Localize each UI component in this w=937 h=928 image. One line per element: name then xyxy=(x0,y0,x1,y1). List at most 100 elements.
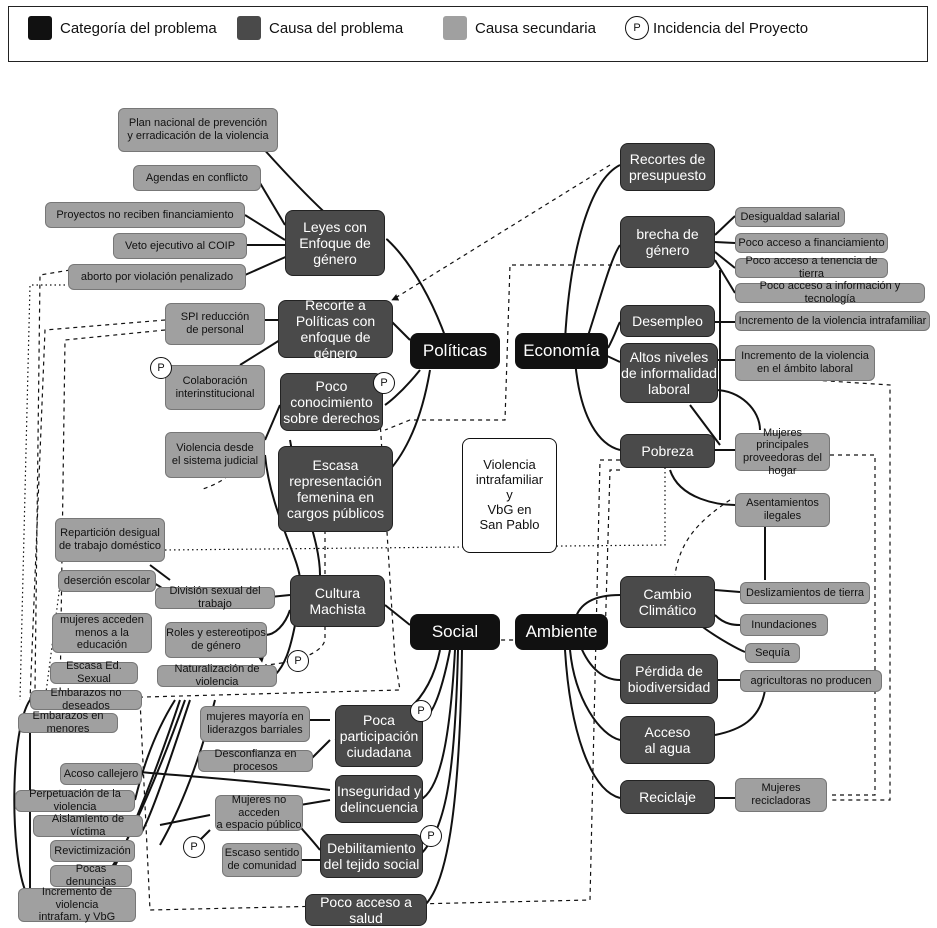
secondary-violencia-judicial: Violencia desde el sistema judicial xyxy=(165,432,265,478)
secondary-plan: Plan nacional de prevención y erradicaci… xyxy=(118,108,278,152)
link xyxy=(714,215,736,236)
link xyxy=(149,564,171,581)
legend-label: Incidencia del Proyecto xyxy=(653,19,809,37)
link xyxy=(714,614,741,626)
cause-brecha: brecha de género xyxy=(620,216,715,268)
secondary-perpetuacion: Perpetuación de la violencia xyxy=(15,788,135,813)
link xyxy=(579,644,621,681)
link xyxy=(699,624,746,653)
secondary-desconfianza: Desconfianza en procesos xyxy=(198,748,313,773)
link xyxy=(134,699,176,801)
legend-label: Causa del problema xyxy=(269,19,404,37)
dashed-link xyxy=(734,374,891,801)
dashed-link xyxy=(420,469,620,641)
link xyxy=(299,799,331,806)
dashed-link xyxy=(384,264,620,431)
cause-debilitamiento: Debilitamiento del tejido social xyxy=(320,834,423,878)
secondary-aislamiento: Aislamiento de víctima xyxy=(33,813,143,838)
legend-categoria: Categoría del problema xyxy=(28,16,217,40)
secondary-reparticion: Repartición desigual de trabajo doméstic… xyxy=(55,518,165,562)
incidence-marker-icon: P xyxy=(410,700,432,722)
secondary-colaboracion: Colaboración interinstitucional xyxy=(165,365,265,410)
dashed-link xyxy=(139,459,620,911)
link xyxy=(309,739,331,761)
cause-leyes: Leyes con Enfoque de género xyxy=(285,210,385,276)
link xyxy=(419,649,456,801)
link xyxy=(607,321,621,349)
dashed-link xyxy=(59,329,166,701)
link xyxy=(569,649,621,741)
link xyxy=(244,254,291,276)
category-ambiente: Ambiente xyxy=(515,614,608,650)
incidence-marker-icon: P xyxy=(287,650,309,672)
secondary-incremento-vbg: Incremento de violencia intrafam. y VbG xyxy=(18,886,136,923)
link xyxy=(564,649,621,799)
center-node: Violencia intrafamiliar y VbG en San Pab… xyxy=(462,438,557,553)
link xyxy=(714,251,736,269)
secondary-aborto: aborto por violación penalizado xyxy=(68,264,246,290)
secondary-roles: Roles y estereotipos de género xyxy=(165,622,267,658)
secondary-asentamientos: Asentamientos ilegales xyxy=(735,493,830,527)
secondary-agricultoras: agricultoras no producen xyxy=(740,670,882,692)
dashed-link xyxy=(830,454,876,796)
secondary-naturalizacion: Naturalización de violencia xyxy=(157,663,277,688)
dashed-link xyxy=(29,319,166,701)
secondary-veto: Veto ejecutivo al COIP xyxy=(113,233,247,259)
cause-escasa-representacion: Escasa representación femenina en cargos… xyxy=(278,446,393,532)
secondary-escasa-ed: Escasa Ed. Sexual xyxy=(50,660,138,685)
link xyxy=(385,238,451,351)
incidence-marker-icon: P xyxy=(420,825,442,847)
legend-swatch-secundaria xyxy=(443,16,467,40)
dashed-link xyxy=(391,164,611,301)
dotted-link xyxy=(19,284,65,701)
secondary-desercion: deserción escolar xyxy=(58,570,156,592)
secondary-escaso-sentido: Escaso sentido de comunidad xyxy=(222,843,302,877)
secondary-proyectos: Proyectos no reciben financiamiento xyxy=(45,202,245,228)
secondary-financiamiento: Poco acceso a financiamiento xyxy=(735,233,888,253)
secondary-tierra: Poco acceso a tenencia de tierra xyxy=(735,255,888,280)
category-politicas: Políticas xyxy=(410,333,500,369)
secondary-incremento-laboral: Incremento de la violencia en el ámbito … xyxy=(735,345,875,381)
cause-cultura: Cultura Machista xyxy=(290,575,385,627)
link xyxy=(264,404,281,441)
link xyxy=(244,214,286,241)
secondary-informacion: Poco acceso a información y tecnología xyxy=(735,280,925,305)
link xyxy=(264,609,291,636)
legend-label: Categoría del problema xyxy=(60,19,217,37)
link xyxy=(239,339,281,366)
secondary-incremento-intra: Incremento de la violencia intrafamiliar xyxy=(735,311,930,331)
link xyxy=(384,369,421,406)
secondary-proveedoras: Mujeres principales proveedoras del hoga… xyxy=(735,427,830,477)
link xyxy=(384,604,411,626)
link xyxy=(259,182,286,226)
secondary-recicladoras: Mujeres recicladoras xyxy=(735,778,827,812)
secondary-agendas: Agendas en conflicto xyxy=(133,165,261,191)
link xyxy=(669,469,736,506)
legend-swatch-causa xyxy=(237,16,261,40)
cause-pobreza: Pobreza xyxy=(620,434,715,468)
secondary-mujeres-educacion: mujeres acceden menos a la educación xyxy=(52,613,152,653)
link xyxy=(159,814,211,826)
category-social: Social xyxy=(410,614,500,650)
secondary-desigualdad: Desigualdad salarial xyxy=(735,207,845,227)
cause-salud: Poco acceso a salud xyxy=(305,894,427,926)
link xyxy=(274,624,296,676)
link xyxy=(689,404,721,446)
legend-swatch-categoria xyxy=(28,16,52,40)
secondary-embarazos-no: Embarazos no deseados xyxy=(30,687,142,712)
link xyxy=(424,649,463,906)
secondary-mujeres-liderazgos: mujeres mayoría en liderazgos barriales xyxy=(200,706,310,742)
p-marker-icon: P xyxy=(625,16,649,40)
link xyxy=(714,241,736,244)
cause-reciclaje: Reciclaje xyxy=(620,780,715,814)
secondary-spi: SPI reducción de personal xyxy=(165,303,265,345)
legend xyxy=(8,6,928,62)
link xyxy=(714,689,766,736)
cause-recorte: Recorte a Políticas con enfoque de géner… xyxy=(278,297,393,361)
link xyxy=(139,771,331,791)
secondary-revictimizacion: Revictimización xyxy=(50,840,135,862)
cause-inseguridad: Inseguridad y delincuencia xyxy=(335,775,423,823)
dashed-link xyxy=(674,499,731,576)
link xyxy=(714,259,736,294)
incidence-marker-icon: P xyxy=(183,836,205,858)
